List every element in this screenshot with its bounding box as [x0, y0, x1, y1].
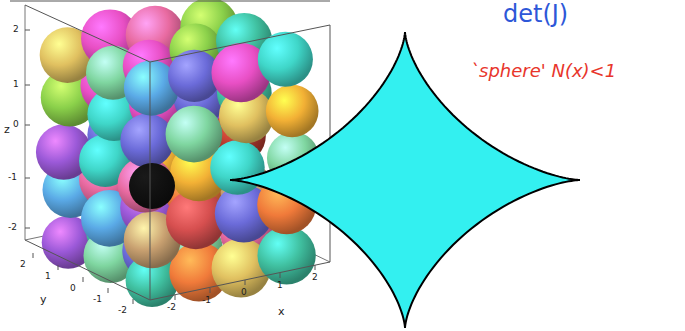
- box-edge: [25, 5, 330, 62]
- tick-label: 0: [70, 284, 76, 293]
- sphere: [258, 32, 313, 87]
- box-edge: [10, 1, 330, 2]
- sphere: [129, 163, 175, 209]
- tick-label: 0: [13, 120, 19, 129]
- axis-label: y: [40, 294, 47, 305]
- axis-label: x: [278, 306, 285, 317]
- tick-mark: [210, 288, 211, 293]
- sphere-packing: [36, 0, 319, 307]
- tick-label: 2: [13, 25, 19, 34]
- box-edge: [25, 5, 26, 240]
- tick-mark: [25, 228, 30, 229]
- tick-mark: [133, 299, 134, 304]
- tick-mark: [33, 253, 34, 258]
- tick-label: 1: [277, 281, 283, 290]
- tick-mark: [83, 277, 84, 282]
- tick-mark: [25, 125, 30, 126]
- tick-mark: [25, 85, 30, 86]
- tick-label: -1: [202, 296, 211, 305]
- tick-mark: [25, 178, 30, 179]
- tick-label: -1: [93, 295, 102, 304]
- plot-box-front: [10, 1, 330, 300]
- tick-label: -2: [167, 303, 176, 312]
- tick-mark: [108, 288, 109, 293]
- tick-label: 1: [13, 80, 19, 89]
- tick-mark: [175, 295, 176, 300]
- annotation-label: `sphere' N(x)<1: [470, 62, 616, 80]
- tick-label: -1: [8, 173, 17, 182]
- sphere: [266, 85, 319, 138]
- tick-label: 2: [312, 273, 318, 282]
- heading-label: det(J): [503, 2, 568, 26]
- tick-mark: [245, 280, 246, 285]
- tick-label: 0: [241, 288, 247, 297]
- tick-mark: [315, 265, 316, 270]
- tick-label: 2: [20, 260, 26, 269]
- sphere: [120, 114, 174, 168]
- tick-mark: [25, 30, 30, 31]
- sphere: [166, 106, 223, 163]
- tick-label: -2: [118, 306, 127, 315]
- tick-mark: [58, 265, 59, 270]
- axis-ticks: [25, 30, 315, 304]
- tick-label: -2: [8, 223, 17, 232]
- sphere: [210, 140, 265, 195]
- tick-label: 1: [45, 272, 51, 281]
- tick-mark: [280, 273, 281, 278]
- box-edge: [25, 240, 150, 300]
- axis-label: z: [4, 124, 10, 135]
